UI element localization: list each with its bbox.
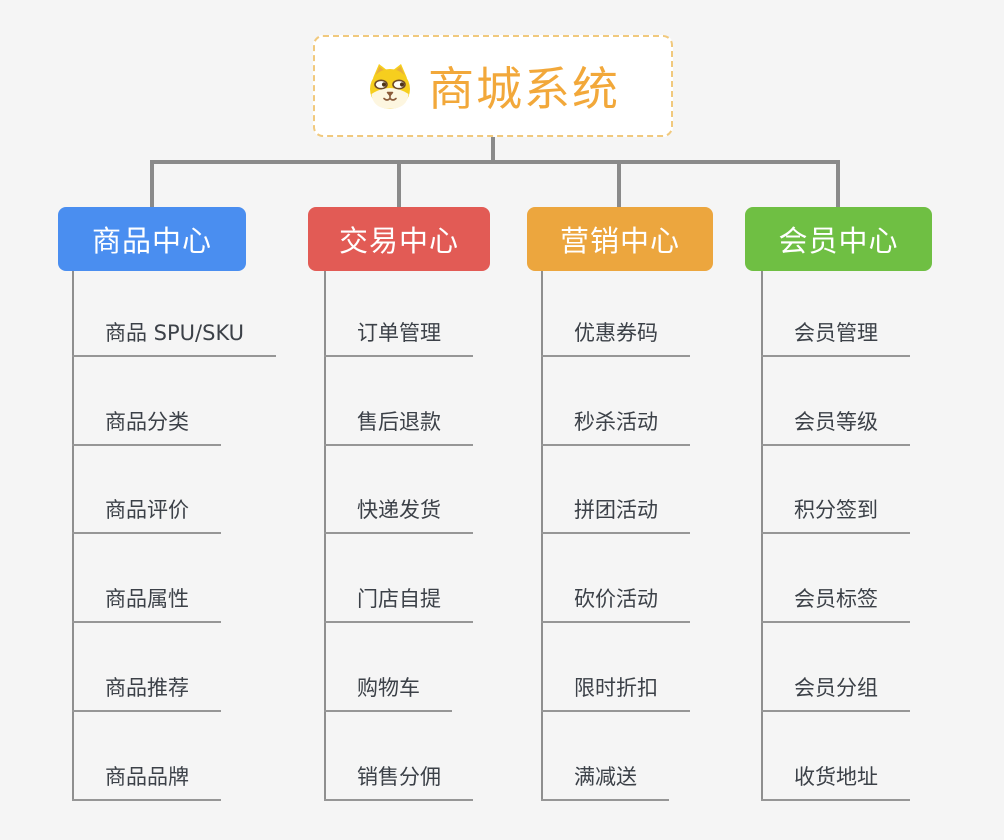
root-title: 商城系统	[428, 62, 620, 116]
connector-drop-product	[150, 160, 154, 207]
trunk-line-product	[72, 271, 74, 801]
connector-drop-marketing	[617, 160, 621, 207]
connector-horizontal-bar	[150, 160, 840, 164]
leaf-item-group-buy[interactable]: 拼团活动	[541, 498, 690, 534]
leaf-item-aftersale-refund[interactable]: 售后退款	[324, 410, 473, 446]
leaf-item-sales-commission[interactable]: 销售分佣	[324, 765, 473, 801]
leaf-item-product-recommend[interactable]: 商品推荐	[72, 676, 221, 712]
doge-icon	[370, 64, 410, 109]
connector-drop-trade	[397, 160, 401, 207]
trunk-line-marketing	[541, 271, 543, 801]
leaf-item-member-group[interactable]: 会员分组	[761, 676, 910, 712]
leaf-item-express-delivery[interactable]: 快递发货	[324, 498, 473, 534]
leaf-item-member-management[interactable]: 会员管理	[761, 321, 910, 357]
trunk-line-member	[761, 271, 763, 801]
leaf-item-limited-time-discount[interactable]: 限时折扣	[541, 676, 690, 712]
leaf-item-product-attribute[interactable]: 商品属性	[72, 587, 221, 623]
leaf-item-flash-sale[interactable]: 秒杀活动	[541, 410, 690, 446]
leaf-item-bargain-activity[interactable]: 砍价活动	[541, 587, 690, 623]
leaf-item-member-tag[interactable]: 会员标签	[761, 587, 910, 623]
leaf-item-store-pickup[interactable]: 门店自提	[324, 587, 473, 623]
leaf-item-full-reduction[interactable]: 满减送	[541, 765, 669, 801]
trunk-line-trade	[324, 271, 326, 801]
leaf-item-points-checkin[interactable]: 积分签到	[761, 498, 910, 534]
branch-node-member-center[interactable]: 会员中心	[745, 207, 932, 271]
branch-node-marketing-center[interactable]: 营销中心	[527, 207, 713, 271]
leaf-item-product-category[interactable]: 商品分类	[72, 410, 221, 446]
connector-root-stub	[491, 137, 495, 161]
leaf-item-product-brand[interactable]: 商品品牌	[72, 765, 221, 801]
leaf-item-member-level[interactable]: 会员等级	[761, 410, 910, 446]
connector-drop-member	[836, 160, 840, 207]
leaf-item-coupon-code[interactable]: 优惠券码	[541, 321, 690, 357]
leaf-item-shipping-address[interactable]: 收货地址	[761, 765, 910, 801]
branch-node-product-center[interactable]: 商品中心	[58, 207, 246, 271]
leaf-item-shopping-cart[interactable]: 购物车	[324, 676, 452, 712]
leaf-item-order-management[interactable]: 订单管理	[324, 321, 473, 357]
root-node[interactable]: 商城系统	[313, 35, 673, 137]
branch-node-trade-center[interactable]: 交易中心	[308, 207, 490, 271]
leaf-item-product-review[interactable]: 商品评价	[72, 498, 221, 534]
leaf-item-product-spu-sku[interactable]: 商品 SPU/SKU	[72, 321, 277, 357]
